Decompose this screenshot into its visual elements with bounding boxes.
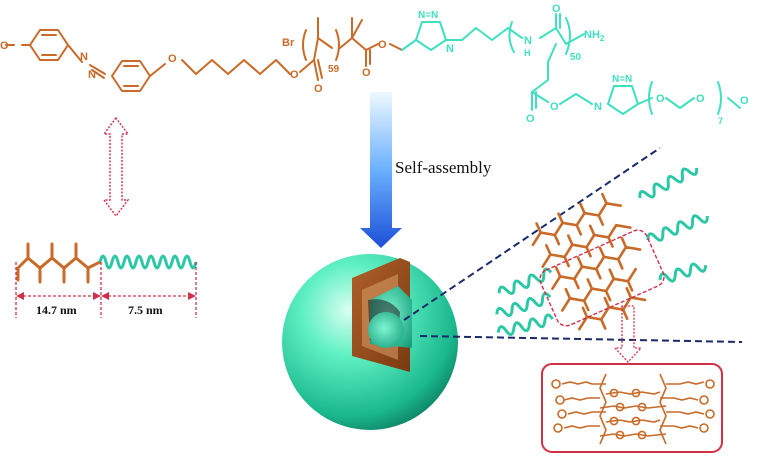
repeat-50: 50 — [570, 52, 582, 63]
side-o-2: O — [550, 101, 559, 113]
nh2-sub: 2 — [600, 34, 605, 43]
triazole-1-n: N — [446, 43, 454, 55]
atom-o-ester-2: O — [314, 83, 323, 95]
peg-repeat-7: 7 — [718, 116, 723, 126]
amide-h: H — [524, 48, 531, 58]
peg-ome: O — [740, 95, 749, 107]
atom-n-azo-2: N — [88, 69, 96, 81]
helix-1 — [638, 164, 699, 203]
nh2-label: NH2 — [584, 29, 605, 43]
selection-box — [537, 227, 667, 329]
packing-detail-box — [542, 364, 722, 452]
atom-o-ester-1: O — [290, 69, 299, 81]
self-assembly-label: Self-assembly — [395, 158, 492, 177]
amide-o: O — [552, 3, 561, 15]
triazole-1-nn: N=N — [418, 10, 438, 21]
block-copolymer-schematic: 14.7 nm 7.5 nm — [16, 244, 196, 318]
atom-o-ester-4: O — [362, 67, 371, 79]
nh2-text: NH — [584, 29, 600, 41]
atom-o-ether: O — [168, 53, 177, 65]
peg-o-1: O — [656, 93, 665, 105]
helix-peptide-block — [100, 256, 196, 268]
side-o-1: O — [526, 113, 535, 125]
dimension-label-helix: 7.5 nm — [128, 303, 163, 317]
triazole-2-nn: N=N — [612, 74, 632, 85]
atom-o-ester-3: O — [378, 39, 387, 51]
helix-3 — [658, 260, 707, 284]
chain-assembly-zoom — [495, 164, 709, 342]
atom-br: Br — [282, 37, 295, 49]
hollow-down-arrow-icon — [615, 306, 641, 362]
triazole-2-n: N — [594, 101, 602, 113]
atom-n-azo-1: N — [80, 51, 88, 63]
dimension-label-azo: 14.7 nm — [36, 303, 77, 317]
amide-n: N — [524, 35, 532, 47]
hollow-double-arrow-icon — [104, 118, 128, 216]
helix-5 — [495, 292, 551, 319]
micelle-sphere — [282, 254, 458, 430]
peg-o-2: O — [696, 93, 705, 105]
helix-6 — [497, 314, 554, 337]
repeat-59: 59 — [328, 64, 340, 75]
helix-2 — [646, 211, 709, 244]
atom-o-methoxy: O — [0, 40, 9, 52]
